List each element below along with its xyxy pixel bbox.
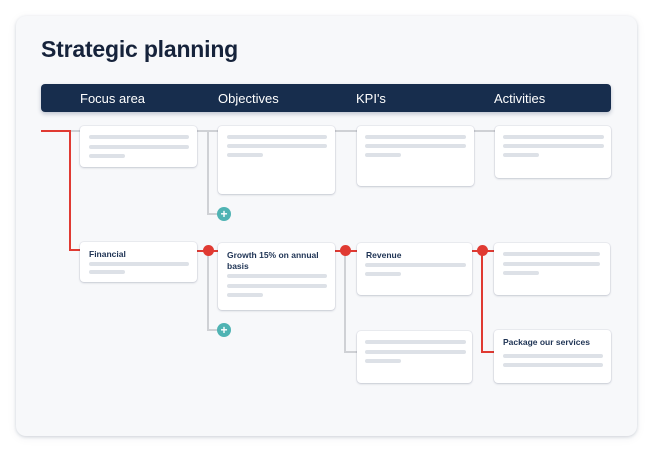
column-header-focus-area: Focus area [80,91,146,106]
page-title: Strategic planning [41,36,239,62]
card-kpi-1[interactable] [357,126,474,186]
card-title: Package our services [503,337,590,347]
card-activity-2[interactable] [494,243,610,295]
placeholder-line [503,262,600,266]
placeholder-line [503,135,604,139]
active-path-package-vertical [481,250,483,353]
placeholder-line [227,293,263,297]
connector-kpi-branch [344,251,346,353]
connector-objectives-add-1-h [207,213,219,215]
card-focus-area-1[interactable] [80,126,197,167]
active-path-to-financial [69,249,81,251]
card-title: Growth 15% on annual basis [227,250,319,271]
placeholder-line [227,135,327,139]
placeholder-line [365,340,466,344]
card-title: Revenue [366,250,402,260]
placeholder-line [365,144,466,148]
placeholder-line [365,135,466,139]
placeholder-line [503,153,539,157]
placeholder-line [503,252,600,256]
connector-objectives-add-2-h [207,329,219,331]
placeholder-line [503,144,604,148]
placeholder-line [365,359,401,363]
card-focus-area-financial[interactable]: Financial [80,242,197,282]
card-activity-package[interactable]: Package our services [494,330,611,383]
active-path-to-package [481,351,494,353]
placeholder-line [227,284,327,288]
card-kpi-revenue[interactable]: Revenue [357,243,472,295]
placeholder-line [89,154,125,158]
active-path-vertical [69,130,71,251]
placeholder-line [89,145,189,149]
connector-objectives-add-1 [207,130,209,215]
placeholder-line [365,350,466,354]
active-path-start [41,130,71,132]
column-header-bar: Focus area Objectives KPI's Activities [41,84,611,112]
placeholder-line [227,274,327,278]
active-node-kpis [340,245,351,256]
placeholder-line [503,363,603,367]
connector-objectives-add-2 [207,251,209,331]
column-header-objectives: Objectives [218,91,279,106]
card-objective-growth[interactable]: Growth 15% on annual basis [218,243,335,310]
active-node-objectives [203,245,214,256]
card-title: Financial [89,249,126,259]
card-activity-1[interactable] [495,126,611,178]
placeholder-line [503,354,603,358]
column-header-activities: Activities [494,91,546,106]
placeholder-line [89,262,189,266]
placeholder-line [227,144,327,148]
column-header-kpis: KPI's [356,91,386,106]
placeholder-line [503,271,539,275]
card-kpi-3[interactable] [357,331,472,383]
add-objective-button-2[interactable]: + [217,323,231,337]
placeholder-line [365,263,466,267]
add-objective-button-1[interactable]: + [217,207,231,221]
active-node-activities [477,245,488,256]
connector-kpi-branch-h [344,351,358,353]
placeholder-line [227,153,263,157]
card-objective-1[interactable] [218,126,335,194]
placeholder-line [89,135,189,139]
placeholder-line [89,270,125,274]
placeholder-line [365,153,401,157]
placeholder-line [365,272,401,276]
